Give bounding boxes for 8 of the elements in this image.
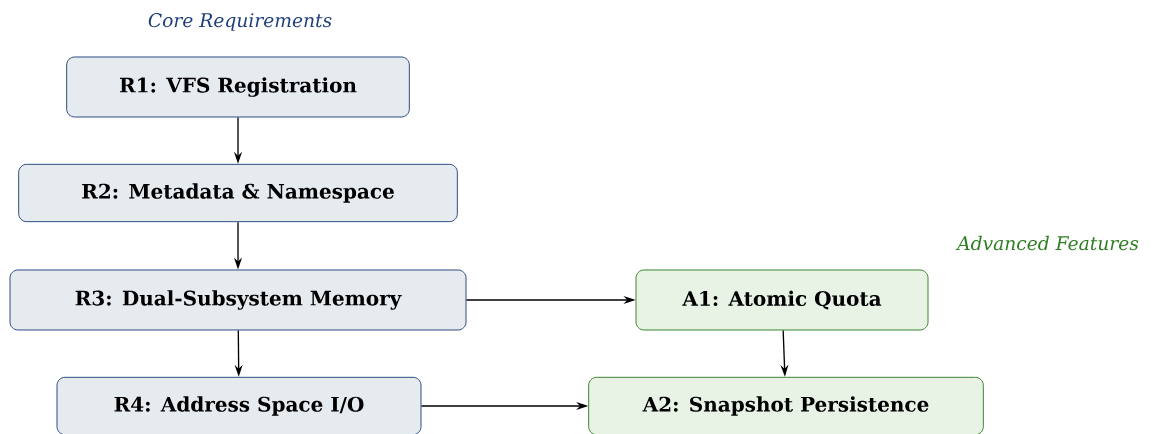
group-heading: Advanced Features — [955, 235, 1139, 251]
process-box: R4: Address Space I/O — [56, 376, 422, 434]
process-box: R1: VFS Registration — [66, 56, 410, 118]
process-box: R3: Dual-Subsystem Memory — [9, 269, 467, 331]
group-heading: Core Requirements — [148, 13, 332, 31]
process-box: A1: Atomic Quota — [635, 269, 929, 331]
process-box: A2: Snapshot Persistence — [588, 376, 984, 434]
process-box: R2: Metadata & Namespace — [18, 163, 458, 223]
